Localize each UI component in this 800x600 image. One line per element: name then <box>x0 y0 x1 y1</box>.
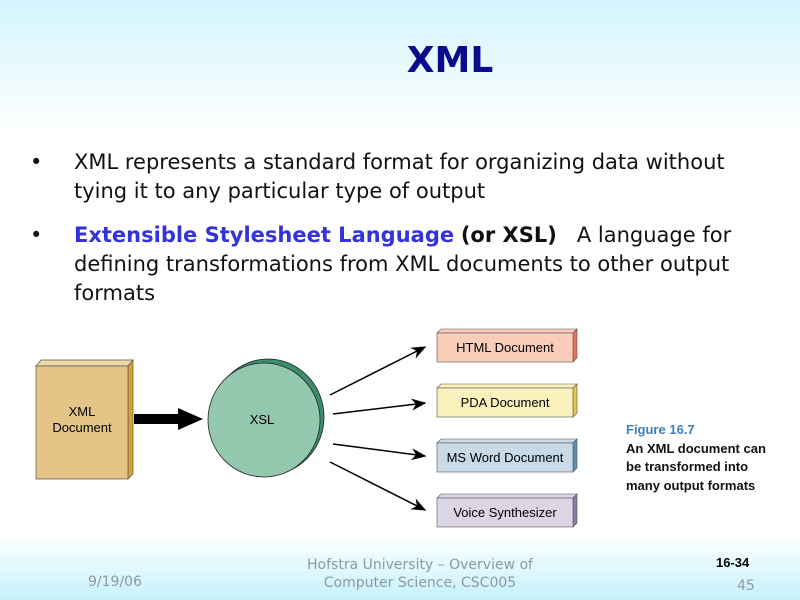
footer-center: Hofstra University – Overview of Computer… <box>290 556 550 592</box>
output-label: PDA Document <box>461 395 550 410</box>
slide-title: XML <box>406 40 494 81</box>
output-box-ms-word-document: MS Word Document <box>436 438 578 473</box>
bullet-dot: • <box>30 150 43 174</box>
output-box-html-document: HTML Document <box>436 328 578 363</box>
output-boxes: HTML Document PDA Document MS Word Docum… <box>436 328 578 528</box>
bullet-1: • XML represents a standard format for o… <box>30 148 770 206</box>
figure-page-label: 16-34 <box>716 555 750 570</box>
output-arrows <box>329 346 427 511</box>
output-label: MS Word Document <box>447 450 564 465</box>
figure-caption: Figure 16.7 An XML document can be trans… <box>626 421 766 495</box>
slide-number: 45 <box>737 578 755 594</box>
output-label: HTML Document <box>456 340 554 355</box>
output-box-voice-synthesizer: Voice Synthesizer <box>436 493 578 528</box>
xsl-abbrev: (or XSL) <box>460 223 557 247</box>
xsl-label: XSL <box>250 412 275 427</box>
xml-document-box: XML Document <box>35 359 134 480</box>
bullet-text: XML represents a standard format for org… <box>74 150 725 203</box>
footer-center-line-1: Hofstra University – Overview of <box>307 557 533 573</box>
source-label-line-2: Document <box>52 420 112 435</box>
bullet-text: A language for defining transformations … <box>74 223 732 305</box>
bullet-dot: • <box>30 223 43 247</box>
footer-date: 9/19/06 <box>88 574 142 590</box>
xsl-term: Extensible Stylesheet Language <box>74 223 455 247</box>
figure-number: Figure 16.7 <box>626 422 695 437</box>
footer-center-line-2: Computer Science, CSC005 <box>323 575 517 591</box>
bullet-2: • Extensible Stylesheet Language (or XSL… <box>30 221 770 308</box>
output-box-pda-document: PDA Document <box>436 383 578 418</box>
arrow-to-xsl <box>134 408 203 430</box>
caption-text: An XML document can be transformed into … <box>626 440 766 493</box>
xsl-disc: XSL <box>207 358 325 478</box>
output-label: Voice Synthesizer <box>453 505 557 520</box>
source-label-line-1: XML <box>69 404 96 419</box>
